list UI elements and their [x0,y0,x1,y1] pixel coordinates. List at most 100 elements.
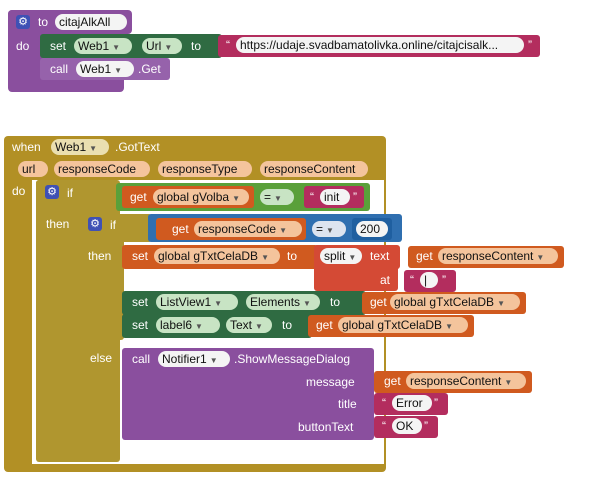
get-keyword: get [130,190,147,204]
component-name: Notifier1 [162,352,207,366]
split-mode: split [324,249,346,263]
to-keyword: to [282,318,293,332]
component-name: Web1 [55,140,87,154]
split-dropdown[interactable]: split▼ [320,248,362,264]
operator-dropdown[interactable]: =▼ [260,189,294,205]
then-keyword: then [46,217,70,231]
mutator-gear-icon[interactable]: ⚙ [45,185,59,199]
quote-close: ” [353,190,357,204]
get-keyword: get [316,318,333,332]
variable-dropdown[interactable]: global gVolba▼ [153,189,249,205]
component-dropdown[interactable]: Web1▼ [76,61,134,77]
quote-open: “ [310,190,314,204]
param-responsecode[interactable]: responseCode [54,161,150,177]
chevron-down-icon: ▼ [112,43,121,52]
quote-open: “ [382,396,386,410]
at-label: at [380,273,391,287]
title-label: title [338,397,357,411]
property-dropdown[interactable]: Url▼ [142,38,182,54]
chevron-down-icon: ▼ [214,299,223,308]
buttontext-label: buttonText [298,420,354,434]
quote-close: ” [528,38,532,52]
to-keyword: to [38,15,49,29]
property-name: Elements [250,295,301,309]
ok-text-field[interactable]: OK [392,418,422,434]
component-dropdown[interactable]: ListView1▼ [156,294,238,310]
param-url[interactable]: url [18,161,48,177]
text-label: text [370,249,390,263]
variable-name: global gTxtCelaDB [342,318,443,332]
mutator-gear-icon[interactable]: ⚙ [16,15,30,29]
property-name: Url [146,39,162,53]
param-responsetype[interactable]: responseType [158,161,252,177]
quote-open: “ [382,419,386,433]
chevron-down-icon: ▼ [536,253,545,262]
component-name: Web1 [78,39,110,53]
separator-text-field[interactable]: | [420,272,438,288]
variable-dropdown[interactable]: responseContent▼ [406,373,526,389]
chevron-down-icon: ▼ [279,226,287,235]
component-dropdown[interactable]: label6▼ [156,317,220,333]
chevron-down-icon: ▼ [303,299,311,308]
variable-name: global gTxtCelaDB [394,295,495,309]
event-component-dropdown[interactable]: Web1▼ [51,139,109,155]
url-text-field[interactable]: https://udaje.svadbamatolivka.online/cit… [236,37,524,53]
param-responsecontent[interactable]: responseContent [260,161,368,177]
call-keyword: call [50,62,69,76]
call-keyword: call [132,352,151,366]
call-method: .Get [138,62,161,76]
variable-dropdown[interactable]: global gTxtCelaDB▼ [154,248,280,264]
variable-name: responseContent [442,249,534,263]
variable-dropdown[interactable]: global gTxtCelaDB▼ [390,294,520,310]
variable-dropdown[interactable]: responseCode▼ [194,221,302,237]
get-keyword: get [172,222,189,236]
if-keyword: if [67,186,73,200]
do-keyword: do [12,184,26,198]
component-name: Web1 [80,62,112,76]
set-keyword: set [50,39,67,53]
mutator-gear-icon[interactable]: ⚙ [88,217,102,231]
quote-open: “ [410,273,414,287]
variable-name: global gVolba [157,190,230,204]
chevron-down-icon: ▼ [274,194,282,203]
procedure-name-field[interactable]: citajAlkAll [55,14,127,30]
variable-name: global gTxtCelaDB [158,249,259,263]
component-dropdown[interactable]: Notifier1▼ [158,351,230,367]
number-field[interactable]: 200 [356,221,388,237]
to-keyword: to [287,249,298,263]
chevron-down-icon: ▼ [89,144,98,153]
to-keyword: to [330,295,341,309]
if-keyword: if [110,218,116,232]
component-dropdown[interactable]: Web1▼ [74,38,132,54]
chevron-down-icon: ▼ [255,322,263,331]
variable-dropdown[interactable]: global gTxtCelaDB▼ [338,317,468,333]
get-keyword: get [370,295,387,309]
get-keyword: get [384,374,401,388]
property-dropdown[interactable]: Elements▼ [246,294,320,310]
operator: = [264,190,272,204]
component-name: ListView1 [160,295,212,309]
variable-name: responseCode [198,222,277,236]
chevron-down-icon: ▼ [326,226,334,235]
variable-dropdown[interactable]: responseContent▼ [438,248,558,264]
message-label: message [306,375,355,389]
call-method: .ShowMessageDialog [234,352,351,366]
operator-dropdown[interactable]: =▼ [312,221,346,237]
chevron-down-icon: ▼ [445,322,453,331]
when-keyword: when [12,140,41,154]
init-text-field[interactable]: init [320,189,350,205]
variable-name: responseContent [410,374,502,388]
chevron-down-icon: ▼ [232,194,240,203]
chevron-down-icon: ▼ [164,43,173,52]
do-keyword: do [16,39,30,53]
chevron-down-icon: ▼ [497,299,505,308]
chevron-down-icon: ▼ [114,66,123,75]
quote-close: ” [442,273,446,287]
property-name: Text [230,318,253,332]
chevron-down-icon: ▼ [504,378,513,387]
property-dropdown[interactable]: Text▼ [226,317,272,333]
quote-open: “ [226,38,230,52]
chevron-down-icon: ▼ [209,356,218,365]
operator: = [316,222,324,236]
error-text-field[interactable]: Error [392,395,432,411]
